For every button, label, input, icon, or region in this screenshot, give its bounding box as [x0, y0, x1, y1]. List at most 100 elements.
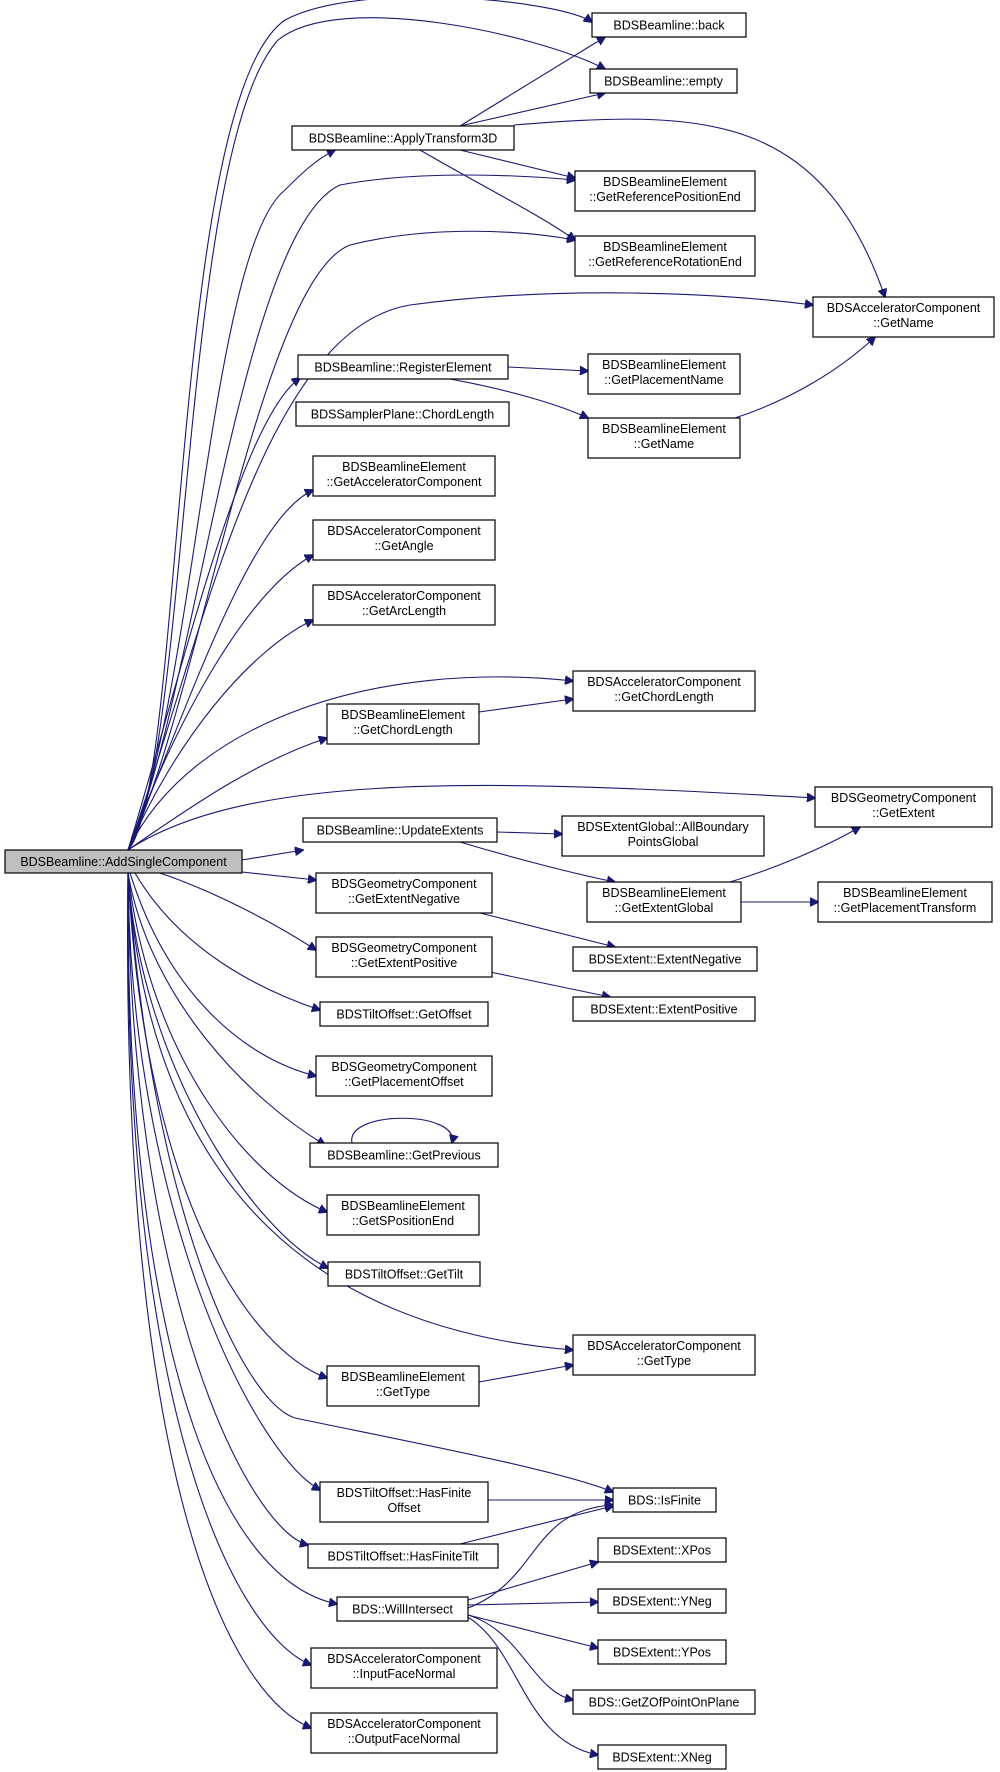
edge-extneg-to-xextneg: [479, 912, 615, 947]
node-placetrans[interactable]: BDSBeamlineElement::GetPlacementTransfor…: [817, 881, 993, 923]
node-label: BDSGeometryComponent: [331, 941, 477, 955]
node-label: BDSBeamline::GetPrevious: [327, 1149, 481, 1163]
node-label: BDSExtentGlobal::AllBoundary: [577, 820, 749, 834]
node-hftilt[interactable]: BDSTiltOffset::HasFiniteTilt: [307, 1543, 499, 1569]
node-getoffset[interactable]: BDSTiltOffset::GetOffset: [319, 1001, 489, 1027]
node-label: ::GetArcLength: [362, 604, 446, 618]
node-refpos[interactable]: BDSBeamlineElement::GetReferencePosition…: [574, 170, 756, 212]
node-label: BDSExtent::ExtentPositive: [590, 1003, 737, 1017]
node-angle[interactable]: BDSAcceleratorComponent::GetAngle: [312, 519, 496, 561]
node-label: BDS::IsFinite: [628, 1494, 701, 1508]
node-box: [812, 296, 995, 338]
node-ypos[interactable]: BDSExtent::YPos: [597, 1639, 727, 1665]
node-update[interactable]: BDSBeamline::UpdateExtents: [302, 817, 498, 843]
node-accname[interactable]: BDSAcceleratorComponent::GetName: [812, 296, 995, 338]
node-box: [326, 703, 480, 745]
edge-willint-to-ypos: [459, 1612, 598, 1648]
node-box: [315, 936, 493, 978]
node-isfinite[interactable]: BDS::IsFinite: [612, 1487, 717, 1513]
node-extneg[interactable]: BDSGeometryComponent::GetExtentNegative: [315, 872, 493, 914]
edge-root-to-accname: [127, 292, 813, 851]
edge-root-to-placeoff: [129, 872, 316, 1076]
edge-apply3d-to-refrot: [419, 149, 575, 240]
node-label: ::GetExtentPositive: [351, 956, 457, 970]
node-xpos[interactable]: BDSExtent::XPos: [597, 1537, 727, 1563]
node-label: BDSAcceleratorComponent: [827, 301, 981, 315]
node-placeoff[interactable]: BDSGeometryComponent::GetPlacementOffset: [315, 1055, 493, 1097]
node-label: ::GetReferenceRotationEnd: [588, 255, 742, 269]
node-label: BDSBeamlineElement: [603, 175, 727, 189]
node-arclen[interactable]: BDSAcceleratorComponent::GetArcLength: [312, 584, 496, 626]
node-box: [572, 1689, 756, 1715]
node-sampler[interactable]: BDSSamplerPlane::ChordLength: [295, 401, 510, 427]
edge-root-to-elchord: [127, 738, 327, 851]
node-label: BDS::GetZOfPointOnPlane: [589, 1696, 740, 1710]
node-previous[interactable]: BDSBeamline::GetPrevious: [309, 1142, 499, 1168]
node-extglobal[interactable]: BDSBeamlineElement::GetExtentGlobal: [586, 881, 742, 923]
node-getacc[interactable]: BDSBeamlineElement::GetAcceleratorCompon…: [312, 455, 496, 497]
node-box: [295, 401, 510, 427]
edge-root-to-refpos: [127, 174, 575, 851]
node-gettilt[interactable]: BDSTiltOffset::GetTilt: [327, 1261, 481, 1287]
node-label: BDSExtent::XPos: [613, 1544, 711, 1558]
edge-previous-to-previous: [351, 1117, 453, 1143]
node-acctype[interactable]: BDSAcceleratorComponent::GetType: [572, 1334, 756, 1376]
node-infn[interactable]: BDSAcceleratorComponent::InputFaceNormal: [310, 1647, 498, 1689]
node-label: Offset: [387, 1501, 421, 1515]
node-box: [597, 1588, 727, 1614]
edge-update-to-extglobal: [459, 841, 615, 882]
edge-root-to-extent: [127, 784, 815, 851]
node-zofpoint[interactable]: BDS::GetZOfPointOnPlane: [572, 1689, 756, 1715]
node-box: [326, 1365, 480, 1407]
node-box: [586, 881, 742, 923]
edge-layer: [127, 0, 885, 1755]
edge-willint-to-isfinite: [467, 1505, 613, 1609]
node-layer: BDSBeamline::AddSingleComponentBDSBeamli…: [4, 12, 995, 1770]
node-label: BDSTiltOffset::HasFinite: [337, 1486, 472, 1500]
node-spos[interactable]: BDSBeamlineElement::GetSPositionEnd: [326, 1194, 480, 1236]
edge-root-to-apply3d: [127, 150, 335, 851]
node-willint[interactable]: BDS::WillIntersect: [336, 1596, 469, 1622]
node-label: BDSBeamline::AddSingleComponent: [20, 855, 227, 869]
node-box: [572, 996, 756, 1022]
edge-root-to-getoffset: [134, 872, 320, 1010]
node-label: BDSGeometryComponent: [331, 877, 477, 891]
edge-root-to-arclen: [127, 620, 313, 851]
edge-willint-to-xneg: [459, 1612, 598, 1755]
node-label: ::GetAngle: [374, 539, 433, 553]
node-label: ::GetExtentNegative: [348, 892, 460, 906]
node-empty[interactable]: BDSBeamline::empty: [589, 68, 738, 94]
node-extent[interactable]: BDSGeometryComponent::GetExtent: [814, 786, 993, 828]
node-label: BDSBeamline::empty: [604, 75, 724, 89]
node-elname[interactable]: BDSBeamlineElement::GetName: [587, 417, 741, 459]
node-box: [589, 68, 738, 94]
node-yneg[interactable]: BDSExtent::YNeg: [597, 1588, 727, 1614]
node-xextneg[interactable]: BDSExtent::ExtentNegative: [572, 946, 758, 972]
node-xextpos[interactable]: BDSExtent::ExtentPositive: [572, 996, 756, 1022]
node-label: BDSBeamlineElement: [341, 708, 465, 722]
node-register[interactable]: BDSBeamline::RegisterElement: [297, 354, 509, 380]
node-placename[interactable]: BDSBeamlineElement::GetPlacementName: [587, 353, 741, 395]
node-elchord[interactable]: BDSBeamlineElement::GetChordLength: [326, 703, 480, 745]
node-label: ::GetName: [873, 316, 933, 330]
node-label: BDSBeamlineElement: [602, 422, 726, 436]
node-accchord[interactable]: BDSAcceleratorComponent::GetChordLength: [572, 670, 756, 712]
node-eltype[interactable]: BDSBeamlineElement::GetType: [326, 1365, 480, 1407]
node-refrot[interactable]: BDSBeamlineElement::GetReferenceRotation…: [574, 235, 756, 277]
node-back[interactable]: BDSBeamline::back: [591, 12, 747, 38]
node-apply3d[interactable]: BDSBeamline::ApplyTransform3D: [291, 125, 515, 151]
node-box: [814, 786, 993, 828]
node-box: [817, 881, 993, 923]
node-outfn[interactable]: BDSAcceleratorComponent::OutputFaceNorma…: [310, 1712, 498, 1754]
node-box: [572, 670, 756, 712]
node-label: ::GetExtent: [872, 806, 935, 820]
node-label: ::GetSPositionEnd: [352, 1214, 454, 1228]
node-box: [315, 872, 493, 914]
node-xneg[interactable]: BDSExtent::XNeg: [597, 1744, 727, 1770]
node-extpos[interactable]: BDSGeometryComponent::GetExtentPositive: [315, 936, 493, 978]
node-root[interactable]: BDSBeamline::AddSingleComponent: [4, 849, 243, 874]
edge-extpos-to-xextpos: [489, 971, 610, 997]
